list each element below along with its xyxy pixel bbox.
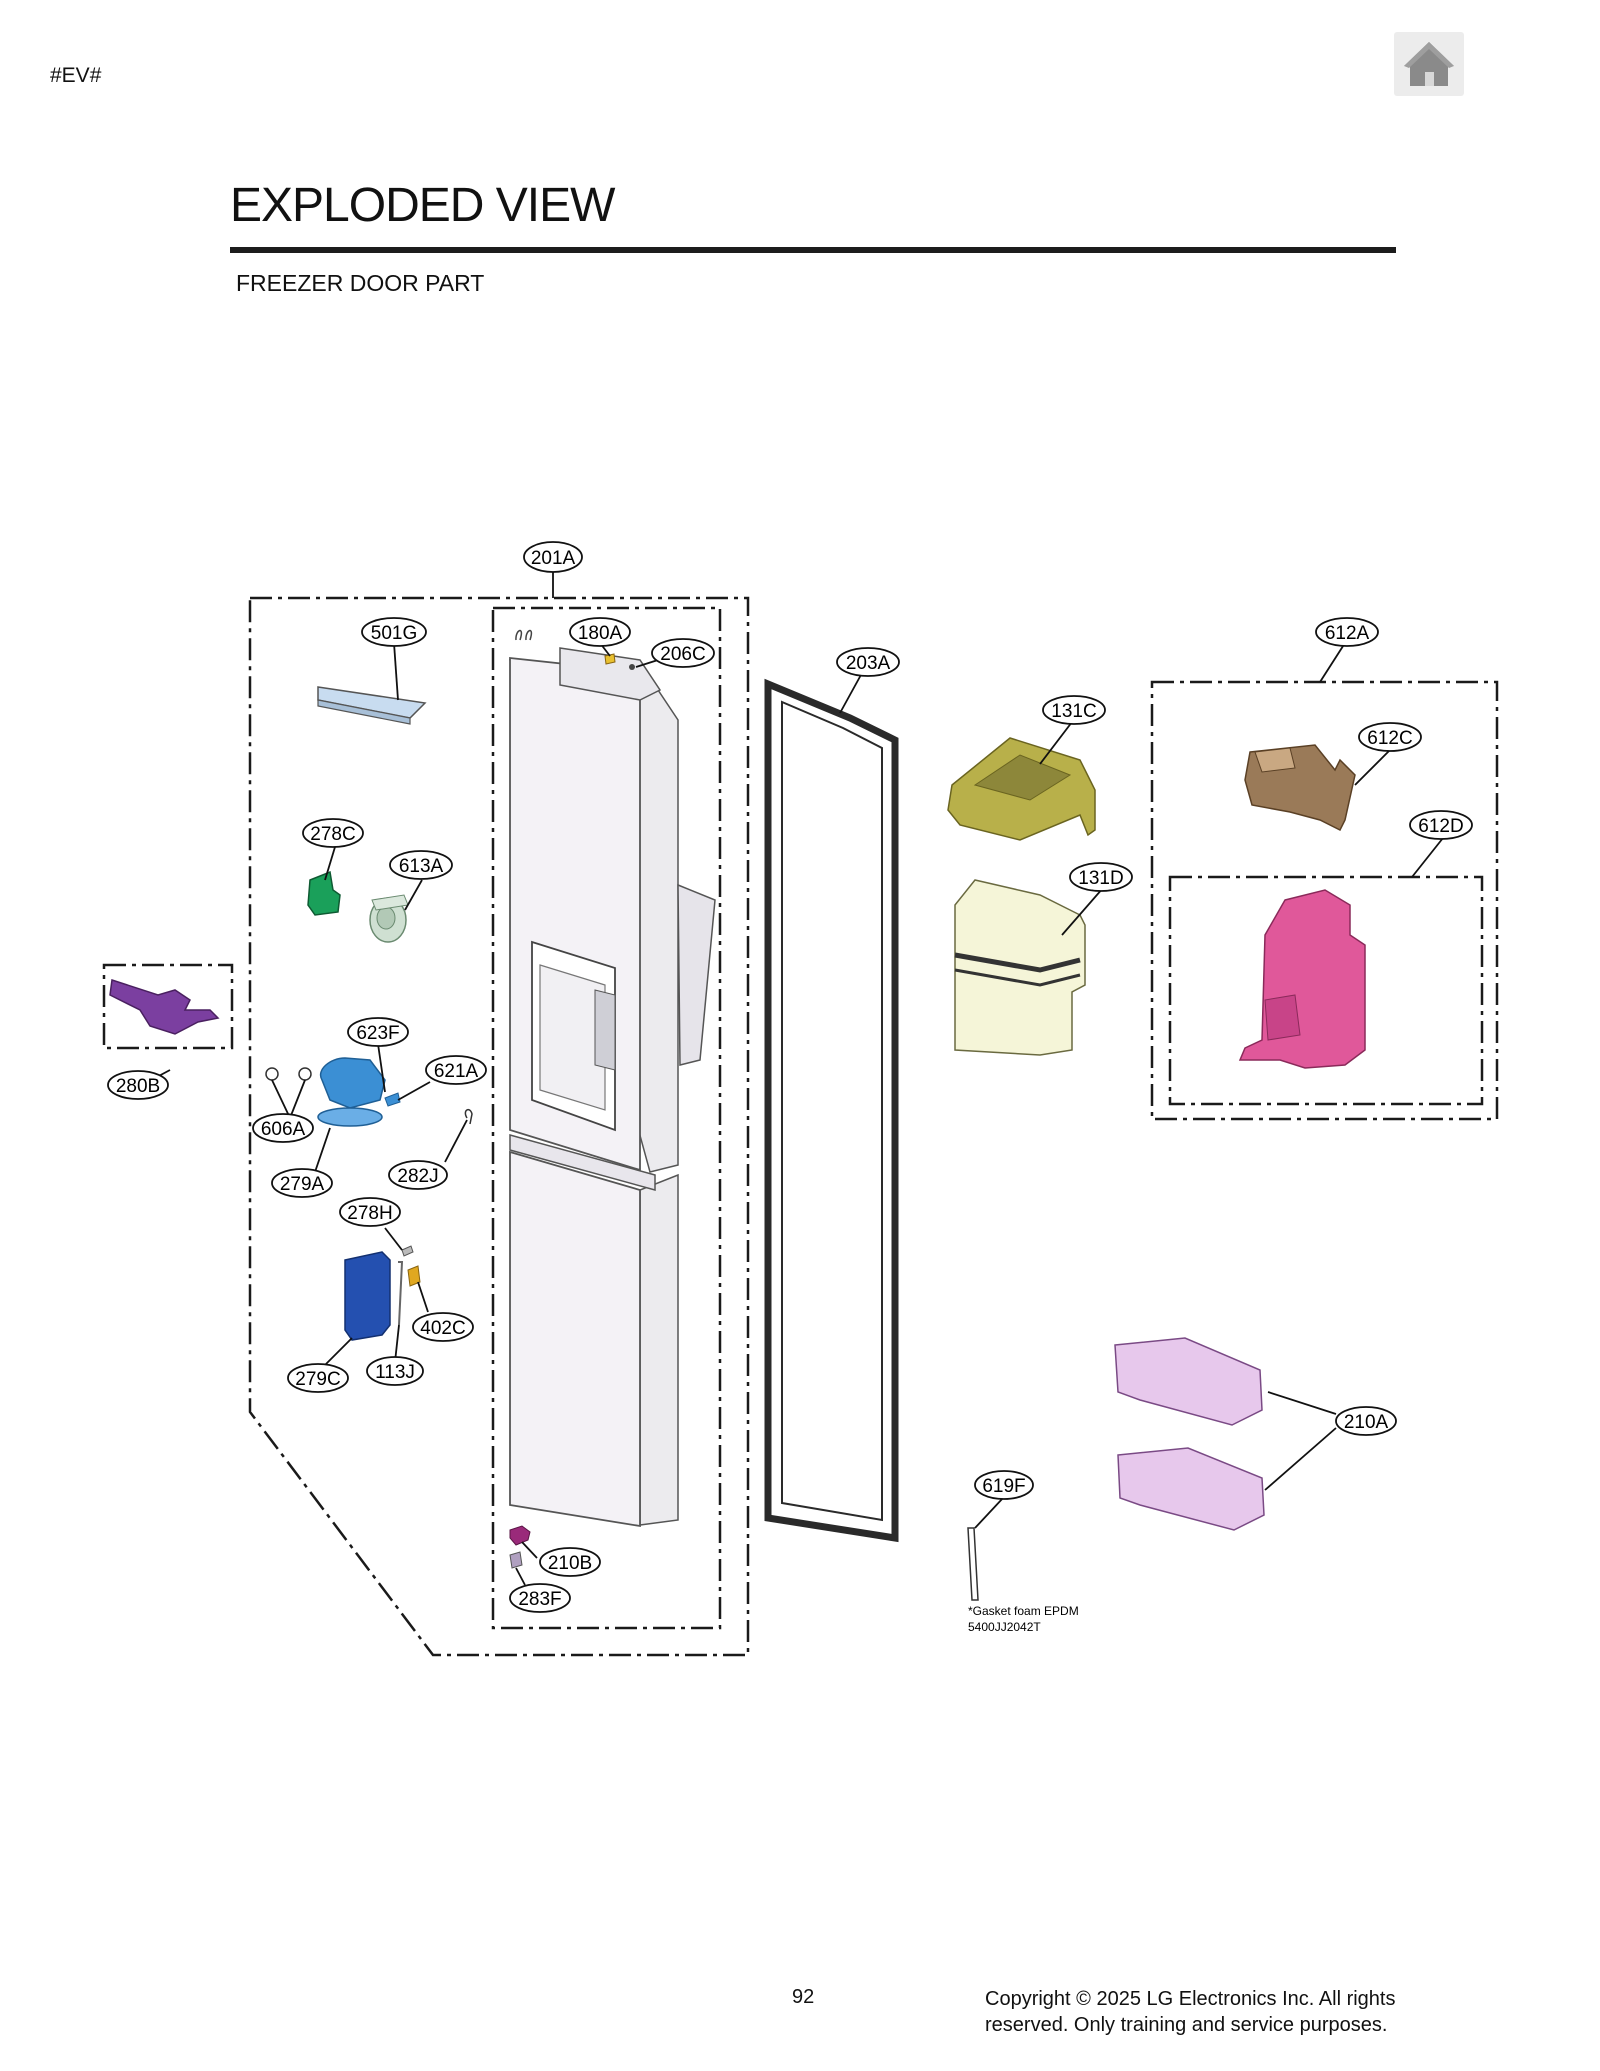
svg-text:210B: 210B (548, 1553, 592, 1574)
part-283F (509, 1551, 523, 1569)
svg-text:201A: 201A (531, 548, 576, 569)
callout-613A: 613A (389, 850, 453, 880)
copyright-line-2: reserved. Only training and service purp… (985, 2014, 1388, 2036)
callout-606A: 606A (252, 1113, 314, 1143)
part-613A (369, 894, 409, 943)
svg-text:180A: 180A (578, 623, 623, 644)
callout-279A: 279A (271, 1168, 333, 1198)
page-title: EXPLODED VIEW (230, 179, 615, 232)
svg-text:206C: 206C (660, 644, 705, 665)
frame-201A-outer (248, 596, 750, 1657)
callout-501G: 501G (361, 617, 427, 647)
callout-621A: 621A (425, 1055, 487, 1085)
part-501G (317, 686, 427, 725)
svg-text:282J: 282J (397, 1166, 438, 1187)
callout-402C: 402C (412, 1312, 474, 1342)
callout-623F: 623F (347, 1017, 409, 1047)
copyright-notice: Copyright © 2025 LG Electronics Inc. All… (985, 1986, 1455, 2038)
leader-lines (139, 572, 1444, 1586)
callout-280B: 280B (107, 1070, 169, 1100)
svg-text:203A: 203A (846, 653, 891, 674)
callout-113J: 113J (366, 1356, 424, 1386)
svg-text:280B: 280B (116, 1076, 160, 1097)
part-619F (967, 1527, 979, 1601)
svg-text:131D: 131D (1078, 868, 1123, 889)
frame-201A-inner (491, 606, 722, 1630)
svg-text:131C: 131C (1051, 701, 1096, 722)
title-divider (230, 247, 1396, 253)
group-frames (102, 596, 1499, 1657)
svg-text:279A: 279A (280, 1174, 325, 1195)
svg-text:278C: 278C (310, 824, 355, 845)
part-210A (1114, 1337, 1265, 1531)
document-tag: #EV# (50, 64, 102, 87)
section-subtitle: FREEZER DOOR PART (236, 270, 485, 296)
svg-text:606A: 606A (261, 1119, 306, 1140)
svg-text:279C: 279C (295, 1369, 340, 1390)
callout-210B: 210B (539, 1547, 601, 1577)
frame-612D (1168, 875, 1484, 1106)
svg-text:612D: 612D (1418, 816, 1463, 837)
gasket-203A (764, 678, 899, 1543)
part-280B (109, 979, 220, 1035)
part-282J (464, 1108, 473, 1125)
svg-text:623F: 623F (356, 1023, 399, 1044)
svg-text:612A: 612A (1325, 623, 1370, 644)
callout-131C: 131C (1042, 695, 1106, 725)
svg-text:402C: 402C (420, 1318, 465, 1339)
copyright-line-1: Copyright © 2025 LG Electronics Inc. All… (985, 1988, 1396, 2010)
callout-180A: 180A (569, 617, 631, 647)
callout-612A: 612A (1315, 617, 1379, 647)
svg-text:278H: 278H (347, 1203, 392, 1224)
gasket-note: *Gasket foam EPDM 5400JJ2042T (968, 1604, 1079, 1634)
frame-280B (102, 963, 234, 1050)
part-131D (954, 879, 1086, 1056)
callout-612D: 612D (1409, 810, 1473, 840)
svg-text:613A: 613A (399, 856, 444, 877)
svg-text:283F: 283F (518, 1589, 561, 1610)
svg-text:113J: 113J (375, 1362, 415, 1383)
page-number: 92 (792, 1986, 815, 2008)
part-206C (629, 664, 635, 670)
svg-text:612C: 612C (1367, 728, 1412, 749)
svg-text:210A: 210A (1344, 1412, 1389, 1433)
callout-279C: 279C (287, 1363, 349, 1393)
callout-278H: 278H (339, 1197, 401, 1227)
part-279C (344, 1251, 391, 1341)
part-612D (1238, 889, 1366, 1069)
part-606A (265, 1067, 312, 1081)
callout-206C: 206C (651, 638, 715, 668)
svg-text:621A: 621A (434, 1061, 479, 1082)
callout-210A: 210A (1335, 1406, 1397, 1436)
callout-131D: 131D (1069, 862, 1133, 892)
part-612C (1244, 744, 1356, 832)
home-icon (1404, 42, 1454, 86)
callout-612C: 612C (1358, 722, 1422, 752)
svg-text:5400JJ2042T: 5400JJ2042T (968, 1620, 1041, 1634)
part-113J (398, 1261, 404, 1326)
callout-278C: 278C (302, 818, 364, 848)
callout-201A: 201A (523, 541, 583, 573)
door-panel (508, 629, 716, 1528)
frame-612A (1150, 680, 1499, 1121)
home-button[interactable] (1394, 32, 1464, 96)
svg-text:*Gasket foam EPDM: *Gasket foam EPDM (968, 1604, 1079, 1618)
callout-283F: 283F (509, 1583, 571, 1613)
part-278H (401, 1245, 414, 1257)
svg-text:619F: 619F (982, 1476, 1025, 1497)
callout-282J: 282J (388, 1160, 448, 1190)
part-131C (947, 737, 1096, 841)
callout-203A: 203A (836, 647, 900, 677)
part-278C (307, 870, 341, 916)
part-180A (604, 653, 616, 665)
part-623F-279A (317, 1057, 401, 1127)
part-402C (407, 1265, 421, 1287)
svg-text:501G: 501G (371, 623, 417, 644)
callout-619F: 619F (974, 1470, 1034, 1500)
part-210B (509, 1525, 531, 1546)
